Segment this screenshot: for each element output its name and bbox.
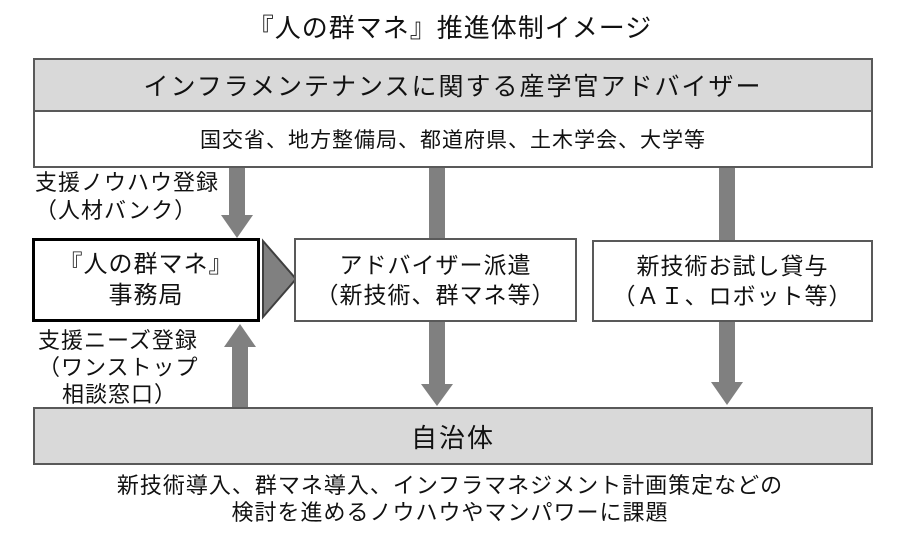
advisor-dispatch-line2: （新技術、群マネ等） — [315, 282, 556, 308]
label-support-knowhow-line1: 支援ノウハウ登録 — [35, 170, 220, 195]
office-box: 『人の群マネ』 事務局 — [32, 238, 260, 322]
tech-trial-box: 新技術お試し貸与 （ＡＩ、ロボット等） — [592, 240, 873, 322]
arrow-up-needs — [224, 324, 256, 409]
label-support-knowhow: 支援ノウハウ登録 （人材バンク） — [35, 169, 219, 225]
advisor-panel-members: 国交省、地方整備局、都道府県、土木学会、大学等 — [35, 112, 871, 166]
footnote-line2: 検討を進めるノウハウやマンパワーに課題 — [231, 500, 669, 525]
municipality-box: 自治体 — [33, 407, 873, 465]
footnote-line1: 新技術導入、群マネ導入、インフラマネジメント計画策定などの — [116, 473, 784, 498]
label-support-needs-line3: 相談窓口） — [62, 382, 178, 407]
tech-trial-line1: 新技術お試し貸与 — [636, 253, 829, 279]
office-box-line2: 事務局 — [108, 282, 184, 309]
advisor-panel: インフラメンテナンスに関する産学官アドバイザー 国交省、地方整備局、都道府県、土… — [33, 58, 873, 168]
office-to-dispatch-triangle — [262, 238, 298, 320]
page-title: 『人の群マネ』推進体制イメージ — [247, 13, 653, 43]
footnote: 新技術導入、群マネ導入、インフラマネジメント計画策定などの 検討を進めるノウハウ… — [0, 472, 900, 526]
advisor-dispatch-line1: アドバイザー派遣 — [339, 252, 532, 278]
arrow-down-knowhow — [221, 168, 253, 238]
label-support-knowhow-line2: （人材バンク） — [35, 198, 198, 223]
label-support-needs: 支援ニーズ登録 （ワンストップ 相談窓口） — [38, 327, 199, 408]
tech-trial-line2: （ＡＩ、ロボット等） — [612, 283, 853, 309]
municipality-label: 自治体 — [410, 422, 495, 453]
advisor-panel-header: インフラメンテナンスに関する産学官アドバイザー — [35, 60, 871, 112]
advisor-dispatch-box: アドバイザー派遣 （新技術、群マネ等） — [294, 238, 577, 322]
office-box-line1: 『人の群マネ』 — [58, 251, 234, 278]
label-support-needs-line2: （ワンストップ — [38, 355, 199, 380]
label-support-needs-line1: 支援ニーズ登録 — [38, 328, 198, 353]
